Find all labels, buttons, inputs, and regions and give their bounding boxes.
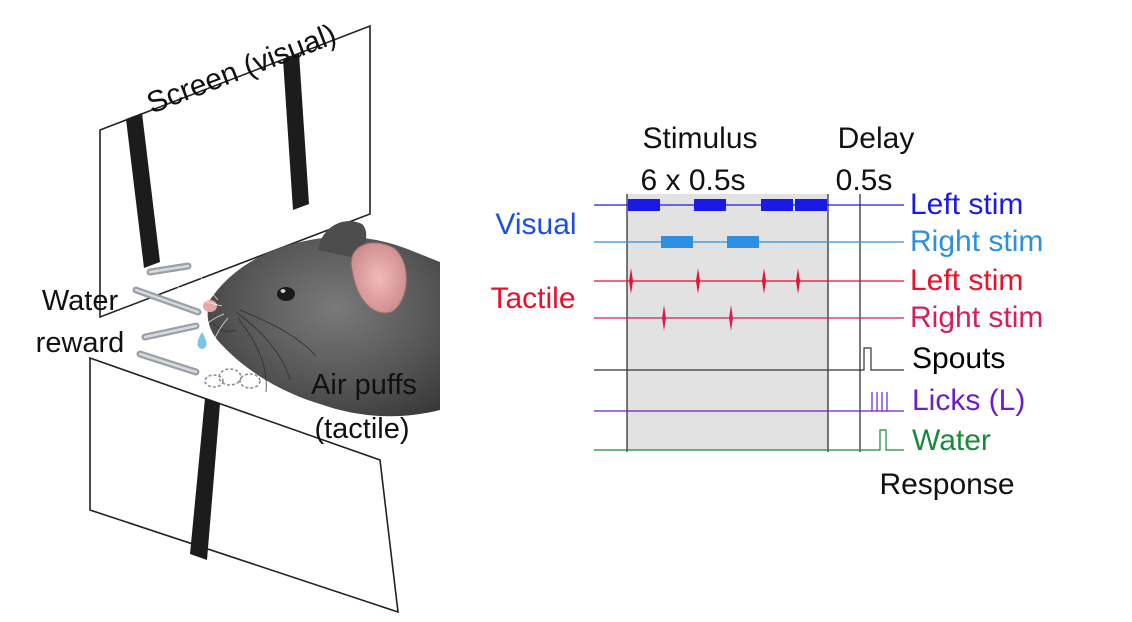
lick-ticks xyxy=(871,392,888,411)
screen-lower-panel xyxy=(89,356,399,614)
tactile-left-puff xyxy=(762,268,766,294)
water-reward-label-line1: Water xyxy=(42,285,119,317)
row-label-visual-right: Right stim xyxy=(910,225,1043,258)
delay-label-line1: Delay xyxy=(838,122,915,155)
row-label-spouts: Spouts xyxy=(912,342,1005,375)
visual-left-pulse xyxy=(795,199,827,211)
water-trace xyxy=(594,429,904,451)
trial-timeline: Stimulus 6 x 0.5s Delay 0.5s Response Vi… xyxy=(490,122,1043,501)
tactile-group-label: Tactile xyxy=(490,282,575,315)
water-spout-icon xyxy=(132,262,202,376)
air-puffs-label-line2: (tactile) xyxy=(314,413,409,445)
water-reward-label-line2: reward xyxy=(36,327,125,359)
visual-left-pulse xyxy=(761,199,793,211)
screen-upper-panel xyxy=(99,24,371,319)
air-puff-icon xyxy=(204,368,261,389)
screen-grating-bar xyxy=(126,113,160,268)
tactile-left-puff xyxy=(796,268,800,294)
visual-right-pulse xyxy=(727,236,759,248)
tactile-left-puff xyxy=(629,268,633,294)
screen-grating-bar xyxy=(283,53,309,210)
spouts-trace xyxy=(594,347,904,371)
row-label-tactile-left: Left stim xyxy=(910,264,1023,297)
visual-left-pulse xyxy=(628,199,660,211)
screen-grating-bar xyxy=(190,398,220,560)
visual-left-pulse xyxy=(694,199,726,211)
mouse-head-illustration xyxy=(169,221,450,430)
row-label-water: Water xyxy=(912,424,991,457)
row-label-tactile-right: Right stim xyxy=(910,301,1043,334)
air-puffs-label-line1: Air puffs xyxy=(311,369,417,401)
tactile-left-puff xyxy=(696,268,700,294)
stimulus-label-line1: Stimulus xyxy=(642,122,757,155)
row-label-licks: Licks (L) xyxy=(912,384,1025,417)
tactile-right-puff xyxy=(729,305,733,331)
row-label-visual-left: Left stim xyxy=(910,188,1023,221)
setup-illustration: Screen (visual) Water reward Air puffs (… xyxy=(36,18,450,614)
tactile-right-puff xyxy=(662,305,666,331)
stimulus-label-line2: 6 x 0.5s xyxy=(640,164,745,197)
visual-group-label: Visual xyxy=(495,208,576,241)
visual-right-pulse xyxy=(661,236,693,248)
response-label: Response xyxy=(879,468,1014,501)
water-droplet-icon xyxy=(197,332,207,349)
delay-label-line2: 0.5s xyxy=(836,164,893,197)
